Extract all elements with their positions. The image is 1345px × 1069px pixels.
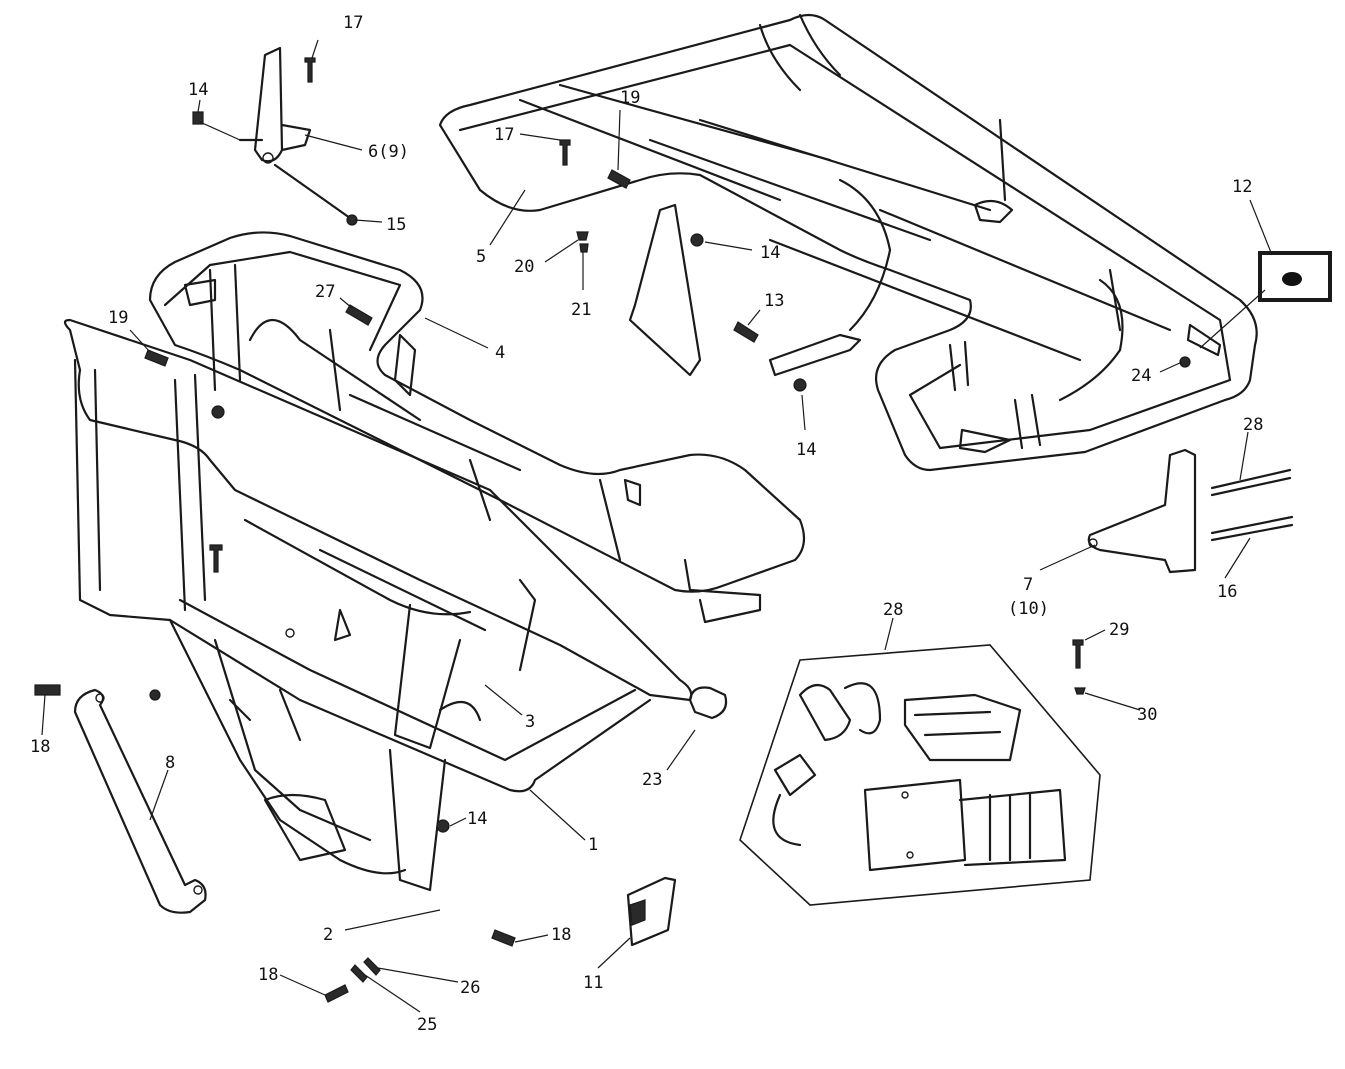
callout-17: 17 [494, 125, 514, 145]
leader-lines [41, 39, 1273, 1013]
bracket-center [628, 203, 702, 377]
callout-labels: 17 14 6(9) 15 19 17 5 20 21 14 12 27 4 1… [30, 13, 1263, 1035]
rear-rack [438, 13, 1258, 472]
callout-19: 19 [620, 88, 640, 108]
callout-27: 27 [315, 282, 335, 302]
callout-2: 2 [323, 925, 333, 945]
callout-23: 23 [642, 770, 662, 790]
callout-30: 30 [1137, 705, 1157, 725]
callout-7: 7 [1023, 575, 1033, 595]
callout-24: 24 [1131, 366, 1151, 386]
callout-14: 14 [760, 243, 780, 263]
callout-15: 15 [386, 215, 406, 235]
callout-11: 11 [583, 973, 603, 993]
callout-16: 16 [1217, 582, 1237, 602]
winch-kit-panel [739, 644, 1101, 906]
bracket-part-6 [238, 46, 352, 220]
switch-part-11 [626, 876, 677, 947]
front-rack [148, 231, 806, 624]
side-bar-part-8 [73, 688, 207, 914]
bracket-part-13 [768, 333, 862, 377]
callout-14: 14 [188, 80, 208, 100]
callout-18: 18 [258, 965, 278, 985]
callout-18: 18 [30, 737, 50, 757]
callout-5: 5 [476, 247, 486, 267]
bracket-part-7 [1087, 448, 1294, 574]
front-bumper-guard [63, 318, 693, 892]
cap-part-23 [688, 686, 728, 720]
callout-1: 1 [588, 835, 598, 855]
callout-14: 14 [467, 809, 487, 829]
callout-20: 20 [514, 257, 534, 277]
callout-17: 17 [343, 13, 363, 33]
callout-3: 3 [525, 712, 535, 732]
callout-6-9: 6(9) [368, 142, 409, 162]
blank-label-area [844, 500, 1032, 575]
callout-25: 25 [417, 1015, 437, 1035]
callout-8: 8 [165, 753, 175, 773]
callout-19: 19 [108, 308, 128, 328]
callout-28: 28 [1243, 415, 1263, 435]
callout-4: 4 [495, 343, 505, 363]
callout-12: 12 [1232, 177, 1252, 197]
callout-14: 14 [796, 440, 816, 460]
fasteners [34, 57, 1191, 1003]
callout-21: 21 [571, 300, 591, 320]
callout-29: 29 [1109, 620, 1129, 640]
callout-13: 13 [764, 291, 784, 311]
callout-10: (10) [1008, 599, 1049, 619]
callout-18: 18 [551, 925, 571, 945]
callout-28: 28 [883, 600, 903, 620]
part-12-box [1258, 251, 1332, 302]
callout-26: 26 [460, 978, 480, 998]
